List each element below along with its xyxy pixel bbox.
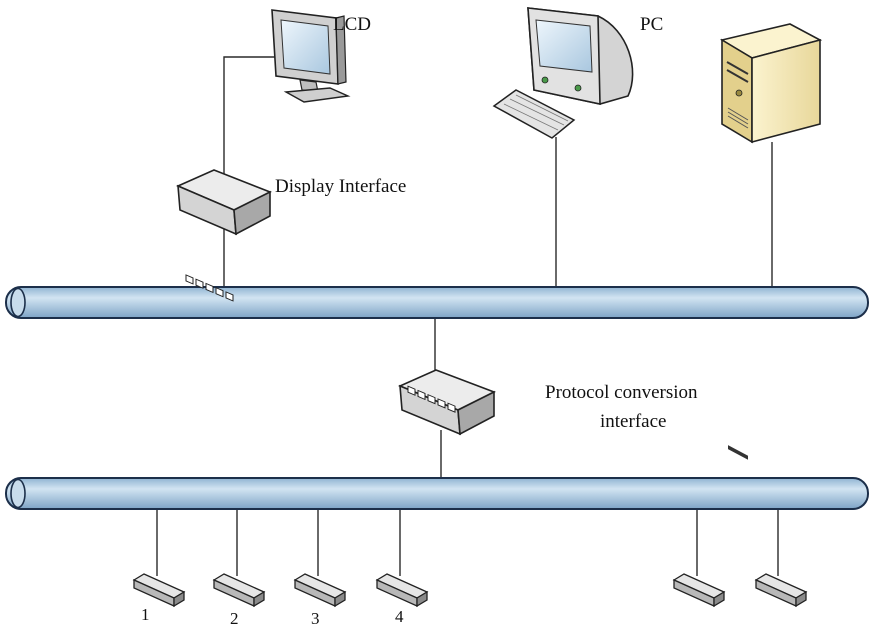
- display-interface-hub-icon: [176, 169, 272, 302]
- connection-wires: [156, 56, 779, 576]
- device-number-label: 4: [395, 607, 404, 626]
- lcd-monitor-icon: [271, 9, 351, 103]
- protocol-conversion-hub-icon: [397, 369, 496, 436]
- device-icon: [212, 573, 266, 608]
- device-icon: [132, 573, 186, 608]
- lower-bus: [5, 477, 869, 510]
- upper-bus: [5, 286, 869, 319]
- lcd-to-display-interface-wire: [223, 56, 278, 185]
- device-icon: [754, 573, 808, 608]
- device-number-label: 1: [141, 605, 150, 624]
- server-icon: [719, 23, 823, 460]
- protocol-interface-label: interface: [600, 411, 666, 432]
- pc-label: PC: [640, 14, 663, 35]
- device-icon: [672, 573, 726, 608]
- device-icon: [375, 573, 429, 608]
- lcd-label: LCD: [333, 14, 371, 35]
- display-interface-label: Display Interface: [275, 176, 406, 197]
- device-number-label: 2: [230, 609, 239, 628]
- pc-computer-icon: [492, 7, 634, 139]
- protocol-conversion-label: Protocol conversion: [545, 382, 698, 403]
- device-number-label: 3: [311, 609, 320, 628]
- device-icon: [293, 573, 347, 608]
